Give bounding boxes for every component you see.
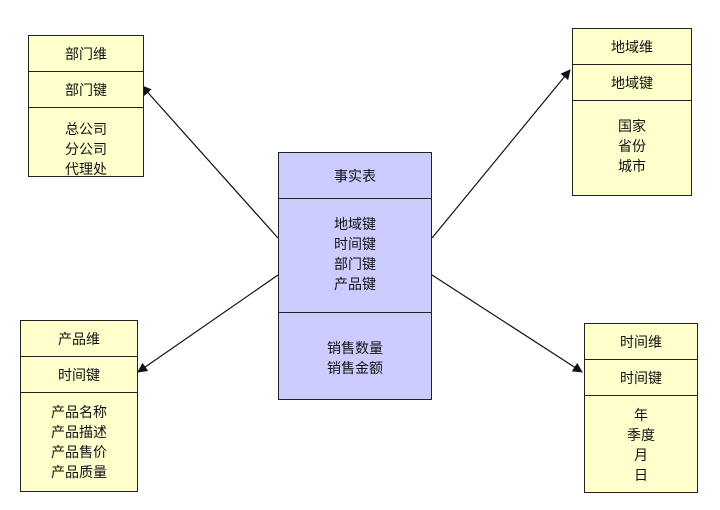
table-name: 产品维 bbox=[58, 331, 100, 348]
region-key-row: 地域键 bbox=[573, 65, 691, 101]
key-field: 部门键 bbox=[65, 82, 107, 99]
table-name: 地域维 bbox=[611, 39, 653, 56]
measure-field: 销售数量 bbox=[327, 341, 383, 357]
fact-table: 事实表 地域键 时间键 部门键 产品键 销售数量 销售金额 bbox=[278, 152, 432, 400]
table-name: 时间维 bbox=[620, 334, 662, 351]
time-attributes: 年 季度 月 日 bbox=[585, 396, 697, 492]
attribute-field: 总公司 bbox=[65, 122, 107, 138]
key-field: 部门键 bbox=[334, 257, 376, 273]
department-dimension-table: 部门维 部门键 总公司 分公司 代理处 bbox=[28, 35, 144, 178]
attribute-field: 城市 bbox=[618, 159, 646, 175]
department-key-row: 部门键 bbox=[29, 72, 143, 108]
department-dimension-title: 部门维 bbox=[29, 36, 143, 72]
table-name: 部门维 bbox=[65, 46, 107, 63]
attribute-field: 年 bbox=[634, 408, 648, 424]
time-key-row: 时间键 bbox=[585, 360, 697, 396]
fact-keys: 地域键 时间键 部门键 产品键 bbox=[279, 199, 431, 313]
region-dimension-table: 地域维 地域键 国家 省份 城市 bbox=[572, 28, 692, 196]
arrow-to-time bbox=[431, 274, 583, 373]
product-attributes: 产品名称 产品描述 产品售价 产品质量 bbox=[21, 393, 137, 491]
key-field: 产品键 bbox=[334, 277, 376, 293]
attribute-field: 代理处 bbox=[65, 162, 107, 178]
arrow-to-region bbox=[431, 69, 571, 239]
attribute-field: 产品名称 bbox=[51, 405, 107, 421]
attribute-field: 产品售价 bbox=[51, 445, 107, 461]
attribute-field: 省份 bbox=[618, 139, 646, 155]
key-field: 时间键 bbox=[334, 237, 376, 253]
time-dimension-title: 时间维 bbox=[585, 324, 697, 360]
attribute-field: 月 bbox=[634, 448, 648, 464]
time-dimension-table: 时间维 时间键 年 季度 月 日 bbox=[584, 323, 698, 493]
key-field: 时间键 bbox=[620, 370, 662, 387]
key-field: 地域键 bbox=[611, 75, 653, 92]
arrow-to-product bbox=[137, 274, 279, 373]
region-dimension-title: 地域维 bbox=[573, 29, 691, 65]
key-field: 地域键 bbox=[334, 217, 376, 233]
attribute-field: 国家 bbox=[618, 119, 646, 135]
attribute-field: 日 bbox=[634, 468, 648, 484]
table-name: 事实表 bbox=[334, 168, 376, 185]
arrow-to-department bbox=[141, 85, 279, 239]
attribute-field: 季度 bbox=[627, 428, 655, 444]
department-attributes: 总公司 分公司 代理处 bbox=[29, 108, 143, 178]
region-attributes: 国家 省份 城市 bbox=[573, 101, 691, 195]
attribute-field: 产品质量 bbox=[51, 465, 107, 481]
key-field: 时间键 bbox=[58, 367, 100, 384]
fact-table-title: 事实表 bbox=[279, 153, 431, 199]
product-dimension-title: 产品维 bbox=[21, 321, 137, 357]
product-key-row: 时间键 bbox=[21, 357, 137, 393]
measure-field: 销售金额 bbox=[327, 361, 383, 377]
attribute-field: 分公司 bbox=[65, 142, 107, 158]
product-dimension-table: 产品维 时间键 产品名称 产品描述 产品售价 产品质量 bbox=[20, 320, 138, 492]
fact-measures: 销售数量 销售金额 bbox=[279, 313, 431, 399]
attribute-field: 产品描述 bbox=[51, 425, 107, 441]
